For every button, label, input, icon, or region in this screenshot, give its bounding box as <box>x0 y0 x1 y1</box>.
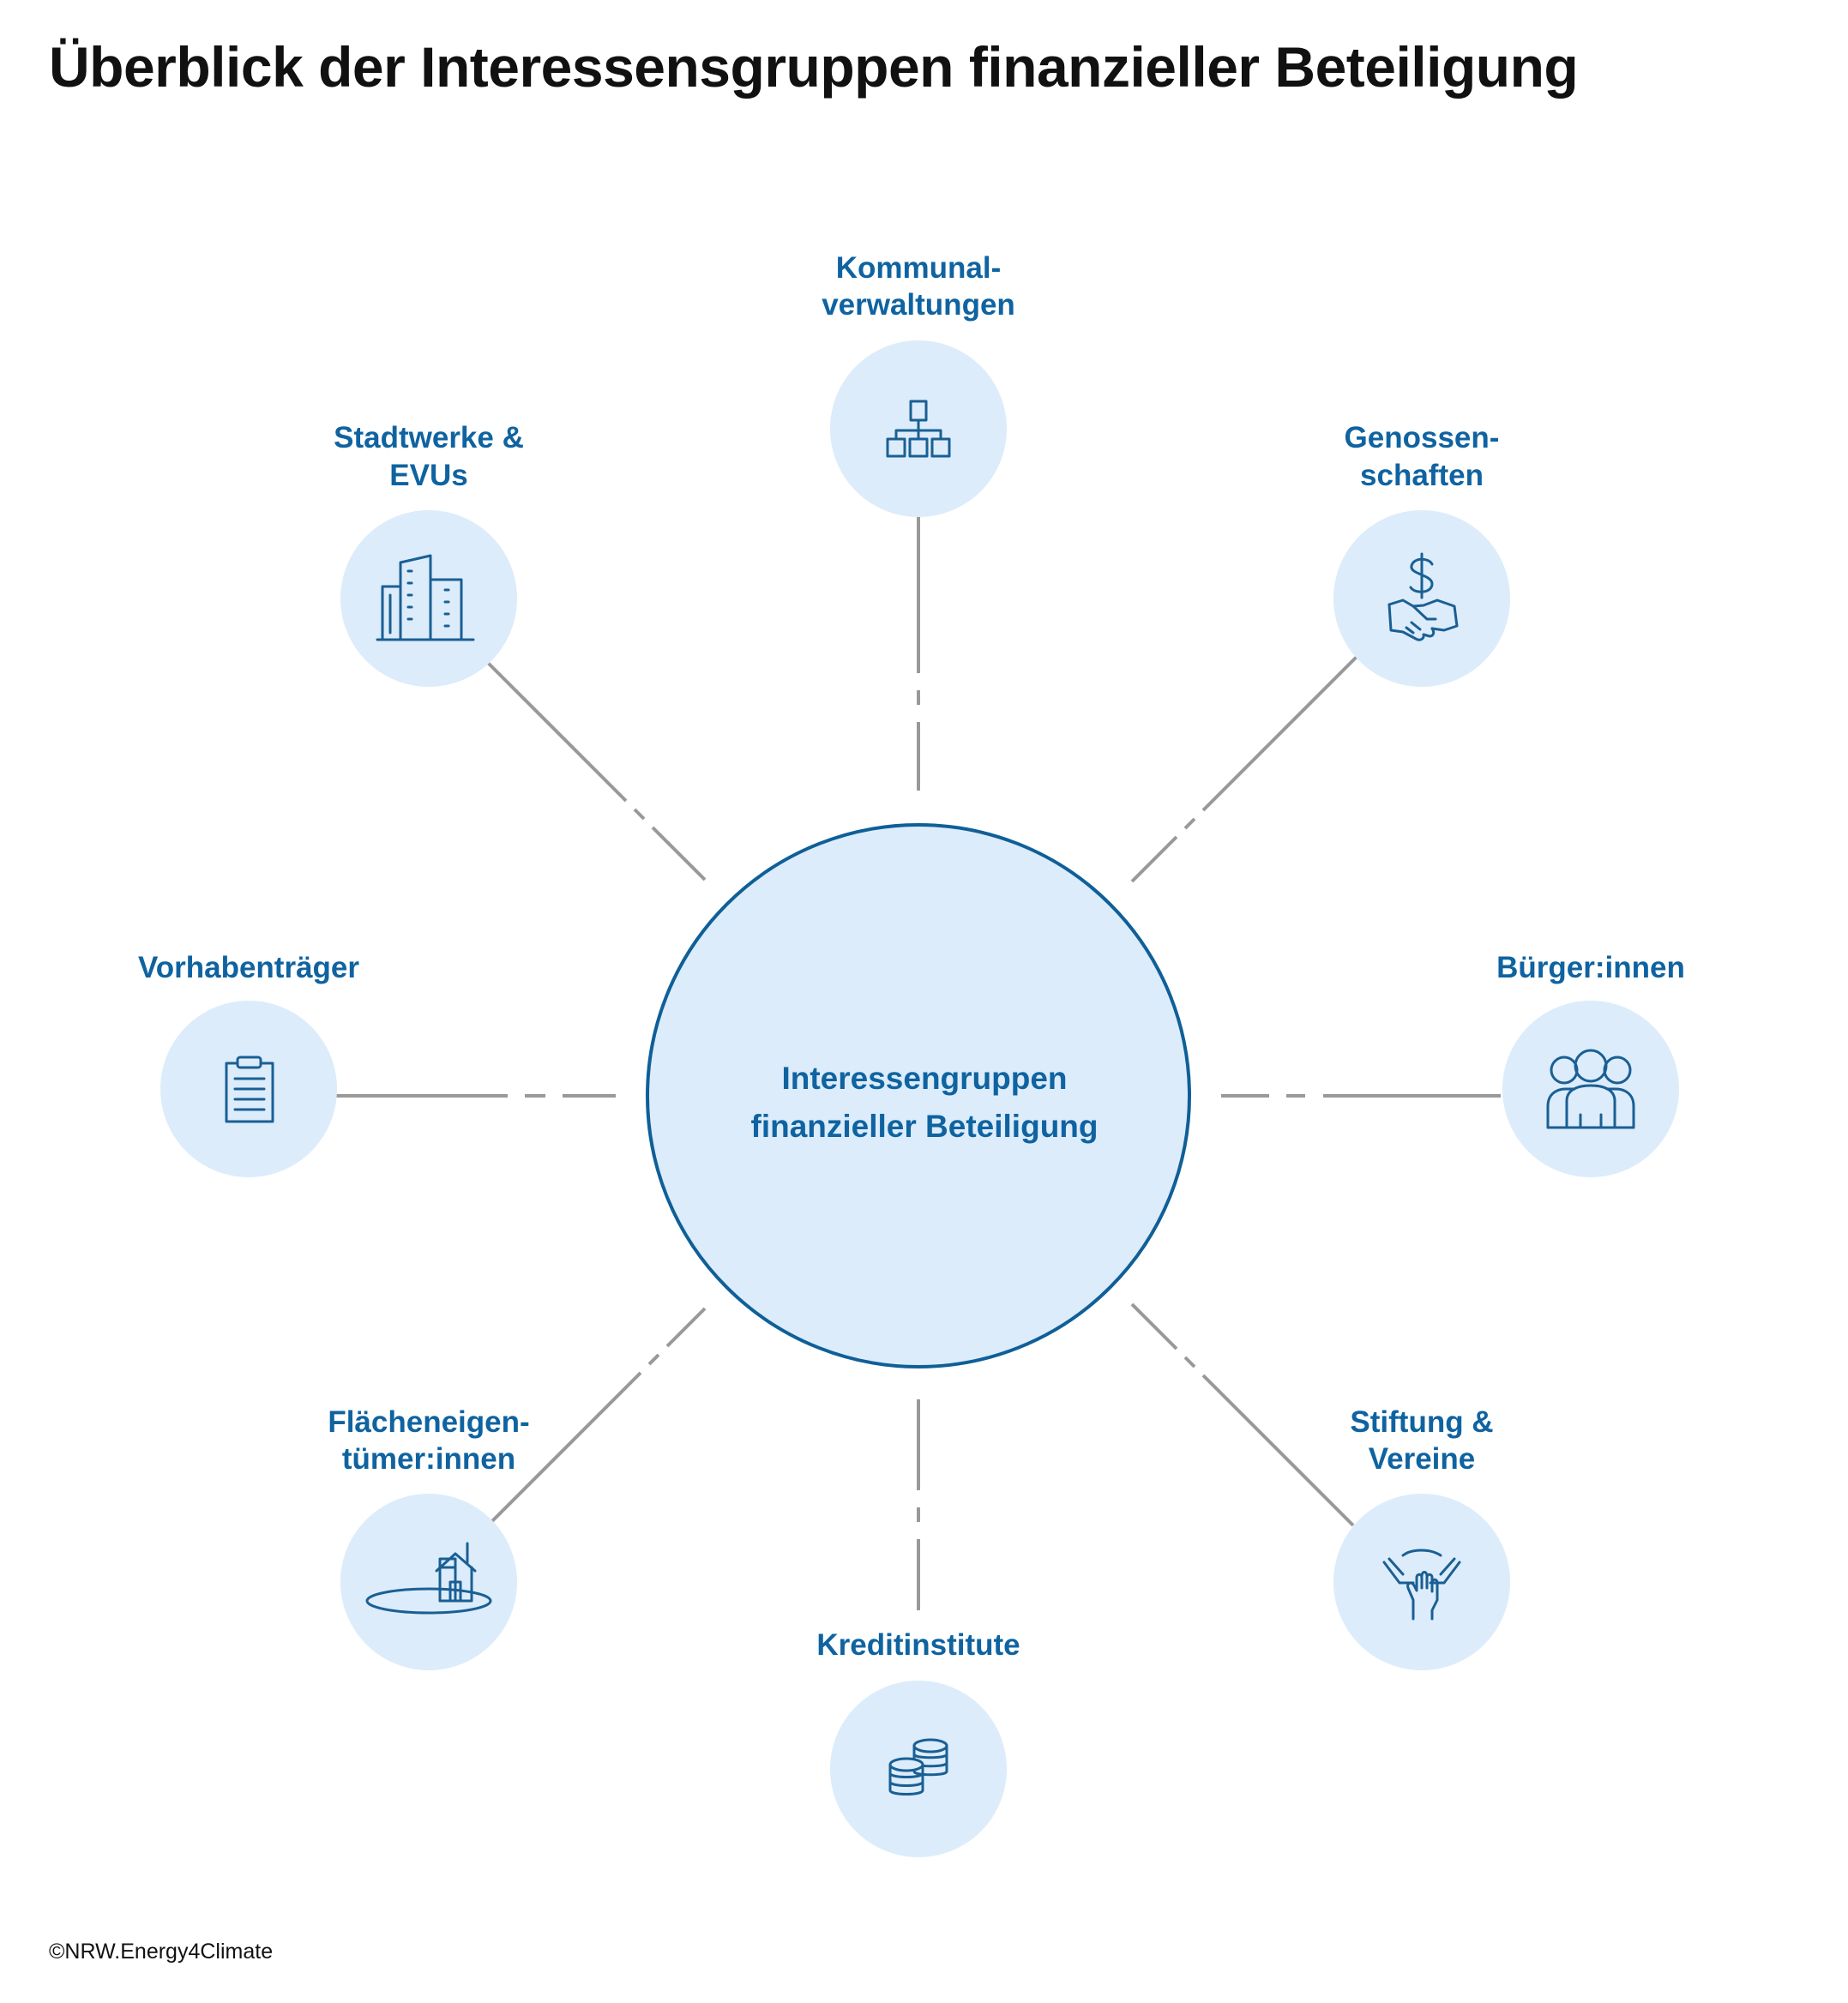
node-label-stadtwerke-line1: Stadtwerke & <box>334 421 524 454</box>
node-label-flaeche-line2: tümer:innen <box>342 1442 515 1476</box>
node-label-vorhaben: Vorhabenträger <box>138 951 359 984</box>
coin-stacks-icon <box>888 1738 948 1795</box>
node-stiftung-vereine: Stiftung & Vereine <box>1333 1405 1510 1670</box>
connectors <box>335 513 1501 1610</box>
connector-top-right <box>1130 653 1360 883</box>
dollar-handshake-icon <box>1388 552 1459 641</box>
node-label-stiftung-line2: Vereine <box>1369 1442 1476 1476</box>
node-vorhabentraeger: Vorhabenträger <box>138 951 359 1177</box>
node-label-stadtwerke-line2: EVUs <box>389 459 467 492</box>
buildings-icon <box>376 554 475 641</box>
node-circle-flaeche <box>340 1494 517 1670</box>
hands-together-icon <box>1382 1549 1461 1621</box>
clipboard-icon <box>225 1056 274 1123</box>
center-node: Interessengruppen finanzieller Beteiligu… <box>646 823 1191 1368</box>
center-label-line2: finanzieller Beteiligung <box>751 1109 1099 1144</box>
node-genossenschaften: Genossen- schaften <box>1333 421 1510 687</box>
node-circle-buerger <box>1502 1001 1679 1177</box>
org-chart-icon <box>886 400 951 458</box>
node-kommunalverwaltungen: Kommunal- verwaltungen <box>822 251 1015 517</box>
node-stadtwerke-evus: Stadtwerke & EVUs <box>334 421 524 687</box>
page-title: Überblick der Interessensgruppen finanzi… <box>49 35 1579 99</box>
node-circle-stadtwerke <box>340 510 517 687</box>
connector-top-left <box>485 660 707 881</box>
node-label-kommunal-line2: verwaltungen <box>822 288 1015 322</box>
connector-bottom-right <box>1130 1302 1355 1527</box>
node-label-buerger: Bürger:innen <box>1496 951 1685 984</box>
house-plot-icon <box>365 1542 492 1615</box>
node-label-kommunal-line1: Kommunal- <box>836 251 1002 285</box>
connector-bottom-left <box>489 1307 707 1525</box>
node-label-genossen-line1: Genossen- <box>1345 421 1500 454</box>
people-group-icon <box>1546 1049 1635 1129</box>
node-label-genossen-line2: schaften <box>1360 459 1484 492</box>
node-kreditinstitute: Kreditinstitute <box>816 1628 1020 1857</box>
node-flaecheneigentuemer: Flächeneigen- tümer:innen <box>328 1405 530 1670</box>
center-label-line1: Interessengruppen <box>781 1061 1067 1096</box>
center-circle <box>646 823 1191 1368</box>
node-buergerinnen: Bürger:innen <box>1496 951 1685 1177</box>
node-label-flaeche-line1: Flächeneigen- <box>328 1405 529 1439</box>
node-label-stiftung-line1: Stiftung & <box>1350 1405 1493 1439</box>
copyright-footer: ©NRW.Energy4Climate <box>49 1940 274 1964</box>
node-label-kredit: Kreditinstitute <box>816 1628 1020 1662</box>
